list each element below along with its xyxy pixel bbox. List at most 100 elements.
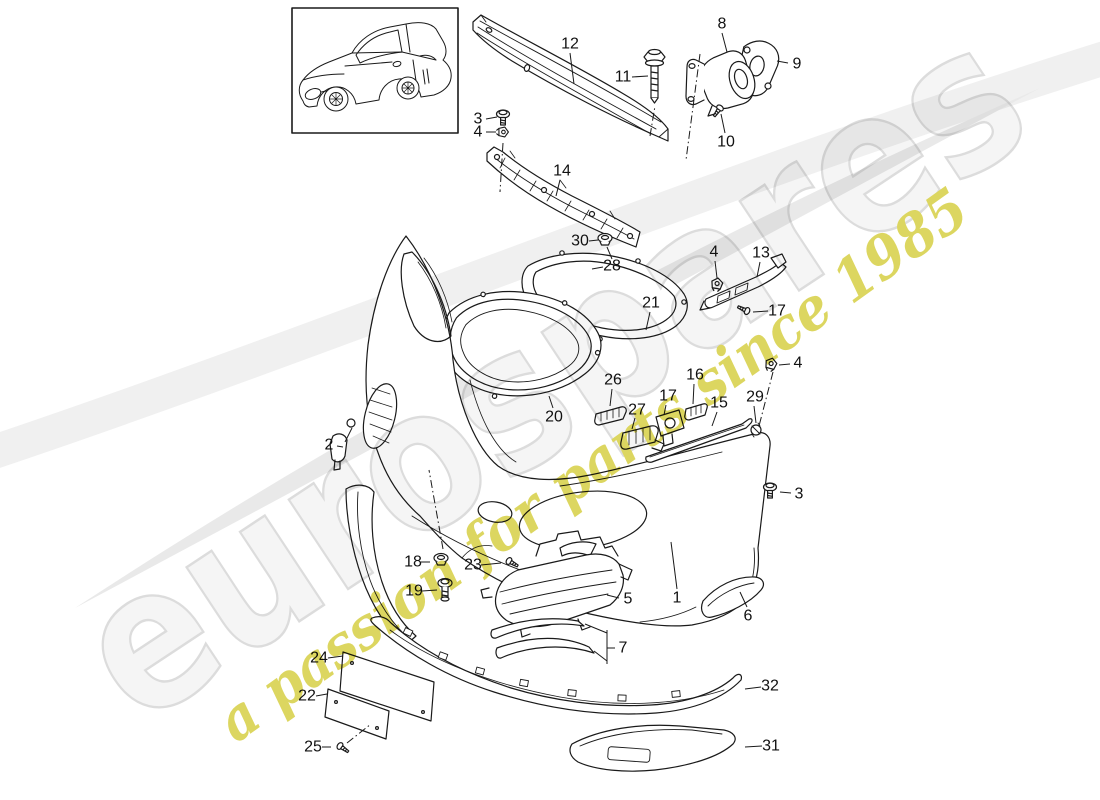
leader-line bbox=[714, 260, 718, 279]
part-6-trim bbox=[700, 576, 765, 618]
leader-line bbox=[593, 650, 608, 662]
construction-line bbox=[758, 371, 774, 427]
part-4-clip bbox=[496, 126, 509, 138]
leader-line bbox=[588, 239, 599, 242]
leader-line bbox=[555, 179, 561, 197]
part-label-15: 15 bbox=[710, 395, 728, 412]
part-7-trim-blades bbox=[490, 618, 595, 659]
part-label-1: 1 bbox=[673, 590, 682, 607]
part-label-18: 18 bbox=[404, 554, 422, 571]
leader-line bbox=[609, 388, 613, 407]
part-label-26: 26 bbox=[604, 372, 622, 389]
part-16-vent bbox=[684, 403, 708, 421]
part-label-20: 20 bbox=[545, 409, 563, 426]
leader-line bbox=[645, 311, 651, 331]
leader-line bbox=[670, 541, 678, 590]
leader-line bbox=[744, 745, 763, 748]
leader-line bbox=[606, 246, 613, 260]
part-5-fog-light bbox=[480, 530, 633, 638]
part-17-nut-housing bbox=[655, 409, 685, 447]
part-label-4: 4 bbox=[474, 124, 483, 141]
part-label-28: 28 bbox=[603, 258, 621, 275]
leader-line bbox=[584, 623, 608, 634]
part-label-10: 10 bbox=[717, 134, 735, 151]
part-label-2: 2 bbox=[325, 437, 334, 454]
part-label-7: 7 bbox=[619, 640, 628, 657]
part-label-17: 17 bbox=[659, 388, 677, 405]
leader-line bbox=[344, 427, 353, 443]
part-label-24: 24 bbox=[310, 650, 328, 667]
leader-line bbox=[752, 310, 769, 313]
part-26-vent bbox=[594, 406, 627, 426]
part-label-22: 22 bbox=[298, 688, 316, 705]
part-3-screw bbox=[495, 109, 511, 126]
part-2-plug bbox=[329, 433, 348, 471]
part-label-3: 3 bbox=[795, 486, 804, 503]
part-label-12: 12 bbox=[561, 36, 579, 53]
part-14-gasket-strip bbox=[486, 146, 641, 248]
leader-line bbox=[569, 52, 575, 85]
part-8-bracket bbox=[685, 50, 756, 117]
part-label-13: 13 bbox=[752, 245, 770, 262]
leader-line bbox=[753, 405, 757, 424]
leader-line bbox=[591, 266, 604, 270]
part-label-6: 6 bbox=[744, 608, 753, 625]
part-label-9: 9 bbox=[793, 56, 802, 73]
swoosh-soft-band bbox=[0, 41, 1100, 468]
part-13-bracket bbox=[699, 253, 787, 311]
part-label-31: 31 bbox=[762, 738, 780, 755]
part-3-screw bbox=[762, 482, 778, 499]
leader-line bbox=[548, 395, 554, 409]
part-32-spoiler bbox=[345, 484, 743, 715]
part-label-3: 3 bbox=[474, 111, 483, 128]
leader-line bbox=[421, 589, 438, 592]
leader-line bbox=[606, 594, 620, 599]
part-label-16: 16 bbox=[686, 367, 704, 384]
part-11-bolt bbox=[643, 48, 666, 104]
leader-line bbox=[711, 411, 718, 427]
part-label-29: 29 bbox=[746, 389, 764, 406]
part-label-4: 4 bbox=[794, 355, 803, 372]
part-label-5: 5 bbox=[624, 591, 633, 608]
leader-line bbox=[485, 116, 498, 120]
part-label-30: 30 bbox=[571, 233, 589, 250]
part-19-bolt bbox=[437, 577, 453, 602]
part-label-23: 23 bbox=[464, 557, 482, 574]
leader-line bbox=[336, 445, 344, 448]
leader-line bbox=[776, 60, 789, 64]
leader-line bbox=[692, 383, 695, 405]
part-24-plate bbox=[339, 651, 435, 722]
part-12-impact-bar bbox=[472, 14, 669, 142]
leader-line bbox=[779, 491, 792, 494]
part-label-27: 27 bbox=[628, 402, 646, 419]
part-29-clip bbox=[750, 422, 762, 438]
leader-line bbox=[778, 363, 791, 366]
vehicle-thumbnail bbox=[291, 7, 459, 134]
part-27-vent bbox=[620, 425, 665, 452]
part-label-14: 14 bbox=[553, 163, 571, 180]
part-label-21: 21 bbox=[642, 295, 660, 312]
leader-line bbox=[739, 591, 748, 608]
leader-line bbox=[744, 686, 762, 690]
construction-line bbox=[649, 105, 656, 137]
leader-line bbox=[663, 404, 667, 416]
construction-line bbox=[346, 723, 372, 744]
part-label-25: 25 bbox=[304, 739, 322, 756]
leader-line bbox=[631, 417, 636, 430]
part-15-trim-strip bbox=[645, 418, 753, 463]
part-25-screw bbox=[335, 740, 351, 756]
line-art bbox=[291, 7, 787, 772]
leader-line bbox=[315, 693, 328, 697]
leader-line bbox=[721, 32, 728, 53]
construction-line bbox=[428, 469, 444, 550]
leader-line bbox=[327, 655, 344, 659]
part-label-19: 19 bbox=[405, 583, 423, 600]
part-label-4: 4 bbox=[710, 244, 719, 261]
part-label-17: 17 bbox=[768, 303, 786, 320]
part-label-11: 11 bbox=[615, 69, 632, 86]
part-31-lower-trim bbox=[569, 724, 736, 772]
part-label-32: 32 bbox=[761, 678, 779, 695]
leader-line bbox=[720, 113, 726, 134]
